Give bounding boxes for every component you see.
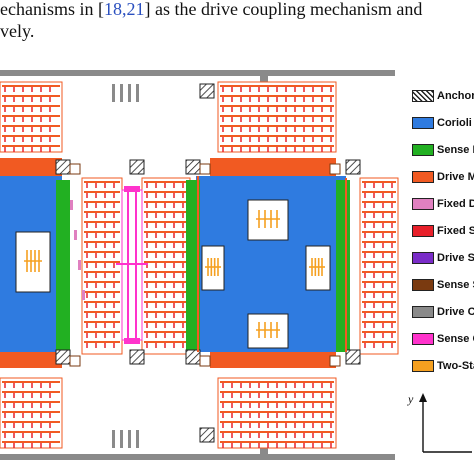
legend-swatch — [412, 333, 434, 345]
legend-label: Corioli — [437, 117, 472, 129]
legend-swatch — [412, 117, 434, 129]
anchor-block — [129, 349, 145, 365]
fixed-drive-electrode — [82, 290, 85, 300]
legend-item: Two-Sta — [406, 358, 474, 374]
fixed-drive-electrode — [78, 260, 81, 270]
legend-swatch — [412, 252, 434, 264]
coriolis-window — [201, 245, 225, 291]
legend-label: Sense M — [437, 144, 474, 156]
legend-swatch — [412, 171, 434, 183]
legend-swatch — [412, 306, 434, 318]
sense-mass-right — [336, 180, 350, 352]
drive-coupling-link — [260, 444, 268, 454]
coordinate-axes — [419, 393, 472, 453]
sense-spring — [69, 355, 81, 367]
y-axis-label: y — [408, 392, 414, 406]
coriolis-window-left — [15, 231, 51, 293]
drive-coupling-link — [260, 76, 268, 86]
anchor-block — [345, 159, 361, 175]
legend-item: Corioli — [406, 115, 474, 131]
legend-swatch — [412, 279, 434, 291]
legend-label: Drive Sp — [437, 252, 474, 264]
legend-item: Fixed D — [406, 196, 474, 212]
legend-label: Anchor — [437, 90, 474, 102]
anchor-block — [199, 83, 215, 99]
coupling-spring-segment — [136, 430, 139, 448]
coupling-spring-segment — [112, 430, 115, 448]
anchor-block — [129, 159, 145, 175]
figure-caption-text: echanisms in [18,21] as the drive coupli… — [0, 0, 474, 48]
caption-line-1: echanisms in [18,21] as the drive coupli… — [0, 0, 423, 19]
coupling-spring-segment — [112, 84, 115, 102]
coupling-spring-segment — [136, 84, 139, 102]
legend-swatch — [412, 90, 434, 102]
sense-spring — [69, 163, 81, 175]
legend-label: Drive M — [437, 171, 474, 183]
legend-item: Sense M — [406, 142, 474, 158]
drive-coupling-beam-bottom — [0, 454, 395, 460]
drive-mass-right-top — [210, 158, 336, 176]
legend-label: Sense C — [437, 333, 474, 345]
coriolis-window — [247, 199, 289, 241]
legend-label: Sense Sl — [437, 279, 474, 291]
anchor-block — [55, 349, 71, 365]
coupling-spring-segment — [128, 84, 131, 102]
legend-item: Drive C — [406, 304, 474, 320]
legend-item: Sense C — [406, 331, 474, 347]
sense-mass-center — [186, 180, 200, 352]
sense-mass-left — [56, 180, 70, 352]
legend-item: Anchor — [406, 88, 474, 104]
drive-mass-left-top — [0, 158, 62, 176]
caption-line-2: vely. — [0, 21, 35, 41]
anchor-block — [345, 349, 361, 365]
drive-mass-left-bottom — [0, 350, 62, 368]
coriolis-window — [247, 313, 289, 349]
legend-item: Drive Sp — [406, 250, 474, 266]
legend-item: Fixed Se — [406, 223, 474, 239]
mems-structure — [0, 70, 399, 460]
coupling-spring-segment — [128, 430, 131, 448]
sense-spring — [329, 355, 341, 367]
legend-item: Drive M — [406, 169, 474, 185]
drive-coupling-beam-top — [0, 70, 395, 76]
legend-label: Fixed Se — [437, 225, 474, 237]
legend-item: Sense Sl — [406, 277, 474, 293]
drive-mass-right-bottom — [210, 350, 336, 368]
legend-swatch — [412, 144, 434, 156]
legend-swatch — [412, 360, 434, 372]
legend-swatch — [412, 198, 434, 210]
legend-swatch — [412, 225, 434, 237]
coupling-spring-segment — [120, 430, 123, 448]
anchor-block — [185, 159, 201, 175]
sense-comb-middle-left — [81, 177, 123, 355]
sense-coupling-end — [124, 186, 140, 192]
y-axis-arrowhead — [419, 393, 427, 402]
citation-link[interactable]: 18,21 — [103, 0, 145, 19]
sense-spring — [199, 163, 211, 175]
anchor-block — [185, 349, 201, 365]
sense-spring — [199, 355, 211, 367]
anchor-block — [199, 427, 215, 443]
sense-coupling-end — [124, 338, 140, 344]
fixed-drive-electrode — [70, 200, 73, 210]
anchor-block — [55, 159, 71, 175]
sense-comb-middle-right — [141, 177, 191, 355]
sense-spring — [329, 163, 341, 175]
coupling-spring-segment — [120, 84, 123, 102]
legend-label: Two-Sta — [437, 360, 474, 372]
legend-label: Fixed D — [437, 198, 474, 210]
fixed-drive-electrode — [74, 230, 77, 240]
legend-label: Drive C — [437, 306, 474, 318]
